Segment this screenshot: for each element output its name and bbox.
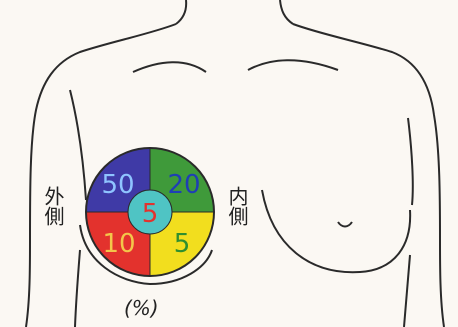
- inner-side-label: 内側: [224, 186, 250, 226]
- value-upper-inner: 20: [167, 170, 200, 200]
- outer-side-label: 外側: [40, 186, 66, 226]
- value-lower-outer: 10: [102, 229, 135, 259]
- value-lower-inner: 5: [174, 229, 191, 259]
- value-center: 5: [142, 199, 159, 229]
- unit-label: (%): [124, 296, 159, 320]
- value-upper-outer: 50: [101, 170, 134, 200]
